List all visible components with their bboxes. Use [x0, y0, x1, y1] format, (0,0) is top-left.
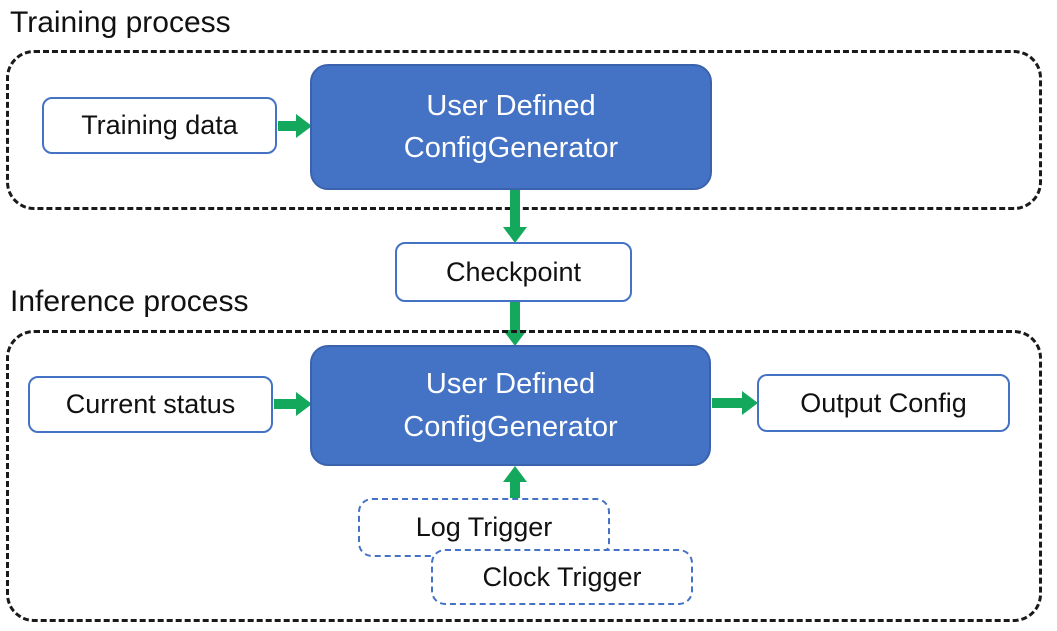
arrow-head-icon [742, 391, 758, 415]
arrow-training-data-to-generator [278, 114, 312, 138]
arrow-generator-to-checkpoint [503, 190, 527, 243]
arrow-head-icon [296, 392, 312, 416]
arrow-head-icon [503, 330, 527, 346]
arrow-triggers-to-generator [503, 466, 527, 499]
arrow-generator-to-output-config [712, 391, 758, 415]
training-process-container [6, 50, 1042, 210]
arrow-shaft [510, 302, 520, 332]
training-data-node: Training data [42, 97, 277, 154]
config-generator-training-node: User Defined ConfigGenerator [310, 64, 712, 190]
config-generator-inference-line1: User Defined [425, 368, 596, 401]
config-generator-inference-node: User Defined ConfigGenerator [310, 345, 711, 466]
arrow-shaft [712, 398, 745, 408]
config-generator-training-line2: ConfigGenerator [403, 132, 619, 164]
inference-process-label: Inference process [10, 285, 249, 318]
training-process-label: Training process [10, 6, 231, 39]
current-status-node: Current status [28, 376, 273, 433]
arrow-shaft [510, 480, 520, 499]
arrow-current-status-to-generator [274, 392, 312, 416]
arrow-head-icon [503, 227, 527, 243]
arrow-shaft [274, 399, 299, 409]
config-generator-training-line1: User Defined [426, 89, 596, 122]
arrow-checkpoint-to-inference-generator [503, 302, 527, 346]
arrow-head-icon [296, 114, 312, 138]
checkpoint-node: Checkpoint [395, 242, 632, 302]
config-generator-inference-line2: ConfigGenerator [403, 410, 618, 443]
arrow-head-icon [503, 466, 527, 482]
output-config-node: Output Config [757, 374, 1010, 432]
inference-process-container [6, 330, 1042, 622]
arrow-shaft [278, 121, 299, 131]
clock-trigger-node: Clock Trigger [431, 549, 693, 605]
arrow-shaft [510, 190, 520, 229]
